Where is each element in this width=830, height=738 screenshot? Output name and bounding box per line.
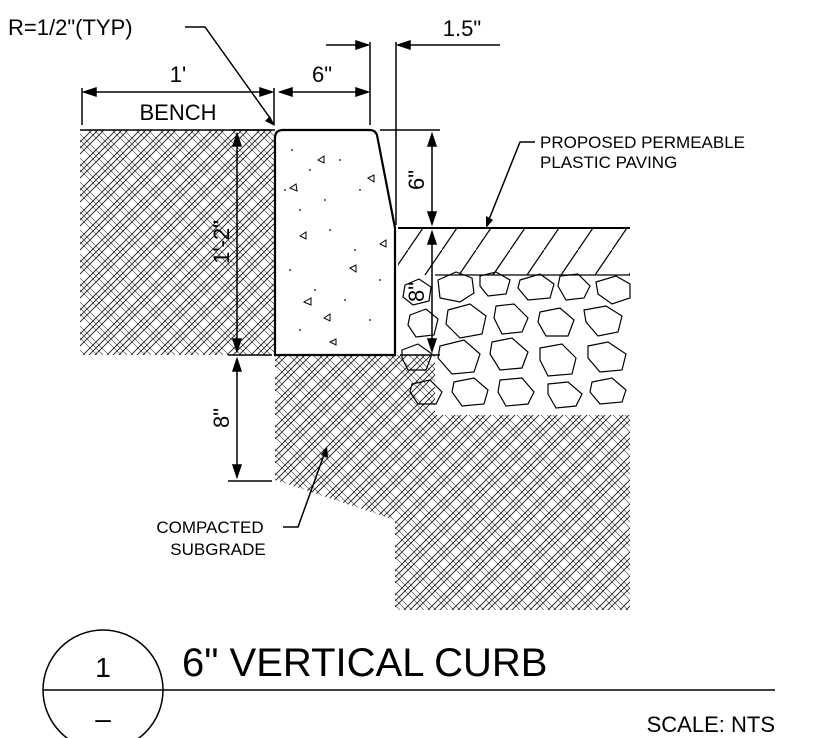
bench-label: BENCH xyxy=(139,100,216,125)
sheet-number: – xyxy=(95,703,111,734)
scale-note: SCALE: NTS xyxy=(647,712,775,737)
paving-callout-line1: PROPOSED PERMEABLE xyxy=(540,133,745,152)
subgrade-leader xyxy=(283,451,326,528)
radius-leader xyxy=(185,26,271,119)
curb-height-label: 1'-2" xyxy=(209,220,234,264)
dim-batter xyxy=(326,39,500,225)
dim-reveal xyxy=(380,129,440,229)
paving-callout-line2: PLASTIC PAVING xyxy=(540,153,677,172)
paving-arrow xyxy=(486,216,493,228)
subgrade-depth-label: 8" xyxy=(209,408,234,428)
paving-leader xyxy=(487,141,535,223)
subgrade-callout-line2: SUBGRADE xyxy=(170,540,265,559)
subgrade-hatch-bottom xyxy=(275,355,630,610)
subgrade-arrow xyxy=(321,446,328,458)
dim-subgrade xyxy=(228,356,272,482)
bench-width-label: 1' xyxy=(170,62,186,87)
reveal-label: 6" xyxy=(404,170,429,190)
curb-top-width-label: 6" xyxy=(312,62,332,87)
dim-base xyxy=(400,229,440,356)
dim-curb-top xyxy=(277,42,371,125)
radius-arrow xyxy=(265,116,275,126)
dim-bench xyxy=(81,86,275,125)
detail-number: 1 xyxy=(95,652,111,683)
gravel-base xyxy=(401,271,631,409)
detail-title: 6" VERTICAL CURB xyxy=(182,641,547,685)
subgrade-callout-line1: COMPACTED xyxy=(156,518,263,537)
batter-label: 1.5" xyxy=(443,16,481,41)
dim-curb-height xyxy=(228,129,272,356)
curb-section xyxy=(273,128,397,357)
radius-callout: R=1/2"(TYP) xyxy=(8,15,133,40)
subgrade-hatch-left xyxy=(80,130,275,355)
base-depth-label: 8" xyxy=(404,282,429,302)
